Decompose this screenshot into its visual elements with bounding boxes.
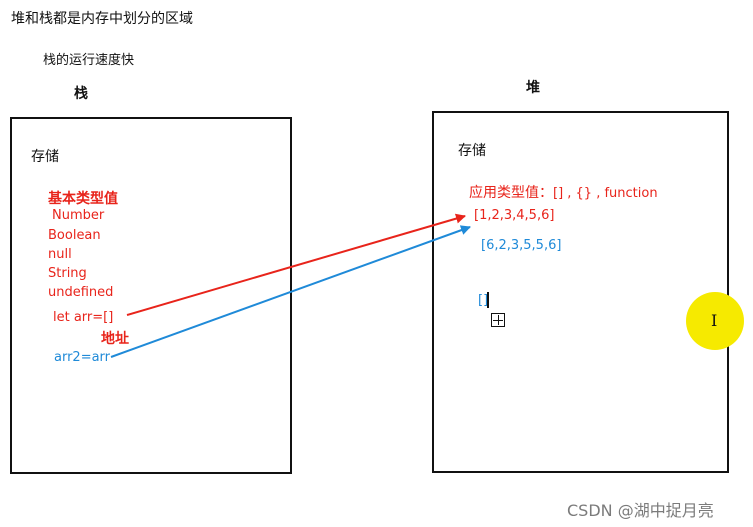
ibeam-cursor-icon: I [711,311,718,330]
text-cursor [487,292,489,308]
heap-label: 堆 [526,80,540,96]
reference-types-label: 应用类型值： [469,185,553,201]
arr-reference-arrow [126,213,466,316]
reference-types-title: 应用类型值：[] , {} , function [469,182,658,202]
stack-box [10,117,292,474]
let-arr-statement: let arr=[] [53,310,114,325]
arr2-statement: arr2=arr [54,350,111,365]
primitive-type-string: String [48,266,87,281]
primitive-type-number: Number [52,208,105,223]
heap-store-label: 存储 [458,143,486,159]
primitive-type-boolean: Boolean [48,228,101,243]
heap-array-1: [1,2,3,4,5,6] [474,208,555,223]
move-cursor-icon [491,313,505,327]
heap-box [432,111,729,473]
cursor-highlight [686,292,744,350]
primitive-type-null: null [48,247,72,262]
heap-array-2: [6,2,3,5,5,6] [481,238,562,253]
primitive-type-undefined: undefined [48,285,114,300]
watermark: CSDN @湖中捉月亮 [567,501,714,520]
page-title: 堆和栈都是内存中划分的区域 [11,11,193,27]
stack-store-label: 存储 [31,149,59,165]
arr2-reference-arrow [110,225,471,358]
reference-types-list: [] , {} , function [553,186,658,201]
primitive-types-title: 基本类型值 [48,191,118,207]
heap-empty-array: [] [478,293,489,308]
address-label: 地址 [101,331,129,347]
page-subtitle: 栈的运行速度快 [43,53,135,68]
stack-label: 栈 [74,86,88,102]
